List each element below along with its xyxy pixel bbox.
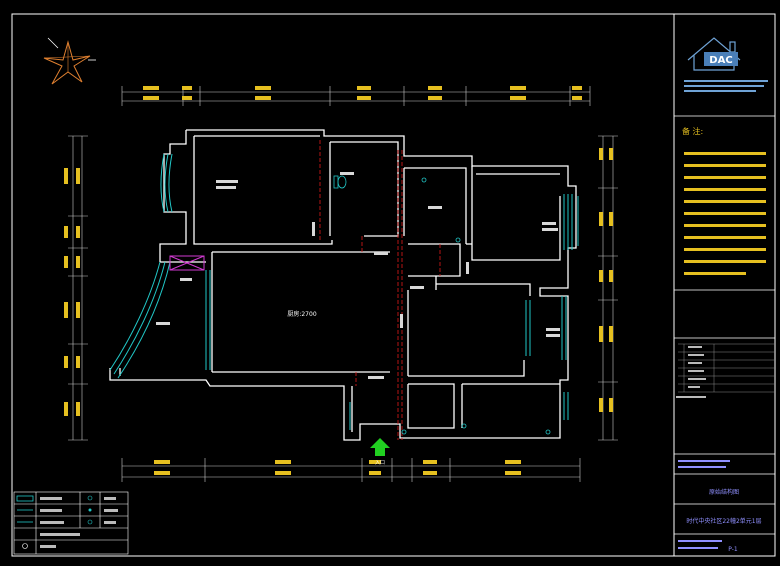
north-arrow-icon [43, 37, 96, 85]
bottom-dimensions [121, 458, 581, 482]
dac-logo-badge [704, 52, 738, 66]
left-dimensions [64, 135, 88, 441]
signature-table [678, 343, 775, 393]
room-tags [156, 172, 560, 379]
sheet-info-lines [678, 540, 722, 549]
duct-shaft [169, 255, 205, 271]
legend-symbols [16, 495, 118, 549]
windows [205, 194, 579, 430]
fixtures [333, 175, 551, 435]
right-dimensions [598, 135, 618, 441]
project-code-lines [678, 460, 730, 468]
notes-body-lines [684, 152, 766, 275]
axis-lines [319, 140, 441, 440]
project-name: 时代中央社区22幢2单元1层 [686, 517, 761, 525]
legend-table [13, 491, 129, 555]
walls [109, 129, 577, 441]
dac-logo-text: DAC [709, 55, 732, 66]
drawing-title: 原始结构图 [709, 488, 739, 496]
signature-table-text [676, 346, 706, 398]
notes-heading: 备 注: [682, 126, 703, 136]
living-room-label: 厨房:2700 [287, 310, 316, 318]
drawing-frame [11, 13, 776, 557]
entrance-label: 入口 [375, 460, 385, 466]
sheet-number: P-1 [728, 546, 738, 553]
bay-window-curves [109, 153, 173, 379]
top-dimensions [121, 86, 591, 106]
entrance-arrow-icon [370, 438, 390, 456]
company-info-lines [684, 80, 768, 92]
